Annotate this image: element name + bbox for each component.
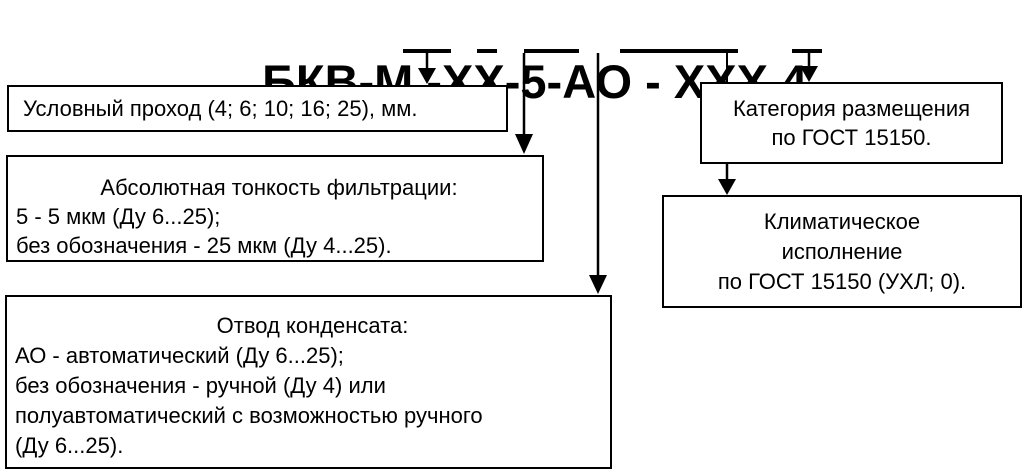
nominal-bore-box: Условный проход (4; 6; 10; 16; 25), мм. (7, 85, 508, 132)
underline-5 (477, 49, 497, 53)
product-designation: БКВ-М -ХХ-5-АО - ХХХ 4 (236, 0, 807, 108)
filtration-line: без обозначения - 25 мкм (Ду 4...25). (16, 233, 392, 258)
climate-box: Климатическое исполнение по ГОСТ 15150 (… (662, 195, 1022, 308)
arrowhead-5 (515, 134, 533, 154)
condensate-line: полуавтоматический с возможностью ручног… (15, 403, 483, 428)
condensate-line: АО - автоматический (Ду 6...25); (15, 343, 344, 368)
condensate-heading: Отвод конденсата: (216, 313, 409, 338)
placement-line: по ГОСТ 15150. (771, 125, 932, 150)
filtration-heading: Абсолютная тонкость фильтрации: (100, 175, 458, 200)
placement-box: Категория размещения по ГОСТ 15150. (700, 82, 1003, 164)
underline-xxx (620, 49, 738, 53)
designation-part-filtration: 5 (520, 55, 547, 108)
arrowhead-ao (589, 275, 607, 294)
underline-4 (792, 49, 822, 53)
arrowhead-xx (418, 68, 436, 84)
designation-part-drain: АО (562, 55, 633, 108)
arrowhead-4 (800, 66, 818, 82)
condensate-line: без обозначения - ручной (Ду 4) или (15, 373, 386, 398)
designation-sep: - (546, 55, 563, 108)
filtration-line: 5 - 5 мкм (Ду 6...25); (16, 204, 221, 229)
underline-xx (403, 49, 451, 53)
condensate-line: (Ду 6...25). (15, 433, 124, 458)
filtration-box: Абсолютная тонкость фильтрации: 5 - 5 мк… (6, 155, 544, 262)
underline-ao (524, 49, 579, 53)
climate-line: по ГОСТ 15150 (УХЛ; 0). (717, 269, 967, 294)
designation-sep: - (632, 55, 674, 108)
climate-line: исполнение (781, 239, 903, 264)
arrowhead-placement-climate (718, 179, 736, 195)
climate-line: Климатическое (763, 209, 921, 234)
designation-sep: - (504, 55, 521, 108)
condensate-box: Отвод конденсата: АО - автоматический (Д… (5, 295, 612, 469)
nominal-bore-text: Условный проход (4; 6; 10; 16; 25), мм. (23, 96, 418, 121)
placement-line: Категория размещения (732, 96, 971, 121)
